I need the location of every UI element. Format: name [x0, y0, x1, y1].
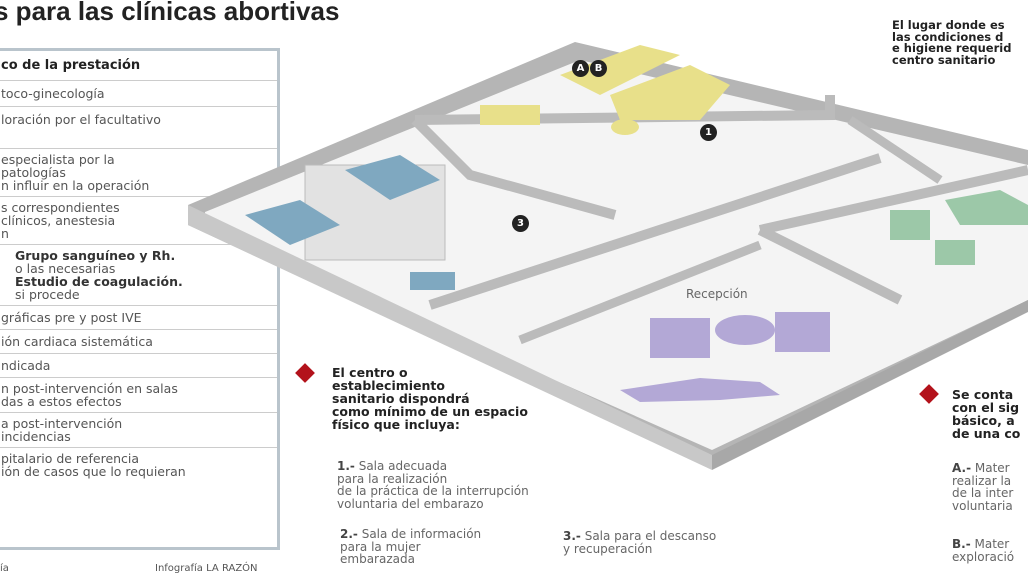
table-purple: [715, 315, 775, 345]
chair-green: [935, 240, 975, 265]
stool-yellow: [611, 119, 639, 135]
sofa-purple: [775, 312, 830, 352]
marker-b: B: [590, 60, 607, 77]
material-item-a: A.- Mater realizar la de la inter volunt…: [952, 462, 1013, 512]
blood-group: Grupo sanguíneo y Rh.: [15, 248, 176, 263]
material-item-b: B.- Mater exploració: [952, 538, 1014, 563]
inner-wall: [411, 116, 617, 220]
floor: [205, 60, 1028, 450]
inner-wall: [758, 165, 1028, 235]
space-item-2: 2.- Sala de información para la mujer em…: [340, 528, 481, 566]
marker-3: 3: [512, 215, 529, 232]
item-number: 3.-: [563, 529, 581, 543]
center-note-heading: El centro o establecimiento sanitario di…: [332, 365, 528, 432]
space-item-1: 1.- Sala adecuada para la realización de…: [337, 460, 529, 510]
row-text: si procede: [15, 287, 80, 302]
bed-blue: [345, 155, 440, 200]
marker-1: 1: [700, 124, 717, 141]
chair-green: [890, 210, 930, 240]
footer-credit: Infografía LA RAZÓN: [155, 563, 258, 574]
marker-a: A: [572, 60, 589, 77]
table-header: co de la prestación: [0, 51, 277, 81]
bed-blue: [245, 200, 340, 245]
row-text: o las necesarias: [15, 261, 116, 276]
wall-front: [188, 205, 712, 470]
table-row: toco-ginecología: [0, 81, 277, 107]
chair-blue: [410, 272, 455, 290]
item-number: B.-: [952, 537, 971, 551]
coagulation: Estudio de coagulación.: [15, 274, 183, 289]
top-right-note: El lugar donde es las condiciones d e hi…: [892, 18, 1012, 67]
table-row: loración por el facultativo: [0, 107, 277, 149]
table-row: s correspondientes clínicos, anestesia n: [0, 197, 277, 245]
item-text: Sala adecuada para la realización de la …: [337, 459, 529, 511]
table-row: ndicada: [0, 354, 277, 378]
table-row: pitalario de referencia ión de casos que…: [1, 451, 186, 479]
item-text: Mater exploració: [952, 537, 1015, 564]
inner-wall: [757, 225, 903, 305]
sofa-purple: [650, 318, 710, 358]
page-title: s para las clínicas abortivas: [0, 0, 340, 26]
table-row: ión cardiaca sistemática: [0, 330, 277, 354]
item-number: 2.-: [340, 527, 358, 541]
item-text: Sala de información para la mujer embara…: [340, 527, 482, 566]
inner-wall: [414, 95, 835, 125]
item-text: Mater realizar la de la inter voluntaria: [952, 461, 1014, 513]
table-row: n post-intervención en salas das a estos…: [0, 378, 277, 413]
requirements-table: co de la prestación toco-ginecología lor…: [0, 48, 280, 550]
table-row: gráficas pre y post IVE: [0, 306, 277, 330]
table-row: especialista por la patologías n influir…: [0, 149, 277, 197]
footer-source: ía: [0, 563, 9, 574]
bed-yellow: [560, 45, 680, 95]
table-row: a post-intervención incidencias: [0, 413, 277, 448]
space-item-3: 3.- Sala para el descanso y recuperación: [563, 530, 716, 555]
inner-wall: [847, 116, 943, 184]
reception-label: Recepción: [686, 287, 748, 301]
item-text: Sala para el descanso y recuperación: [563, 529, 717, 556]
desk-purple: [620, 378, 780, 402]
table-green: [945, 190, 1028, 225]
inner-wall: [428, 153, 882, 310]
wall-right-front: [712, 300, 1028, 470]
item-number: 1.-: [337, 459, 355, 473]
right-note-heading: Se conta con el sig básico, a de una co: [952, 387, 1021, 441]
inner-wall: [518, 240, 762, 345]
item-number: A.-: [952, 461, 972, 475]
table-yellow: [610, 65, 730, 120]
cabinet-yellow: [480, 105, 540, 125]
